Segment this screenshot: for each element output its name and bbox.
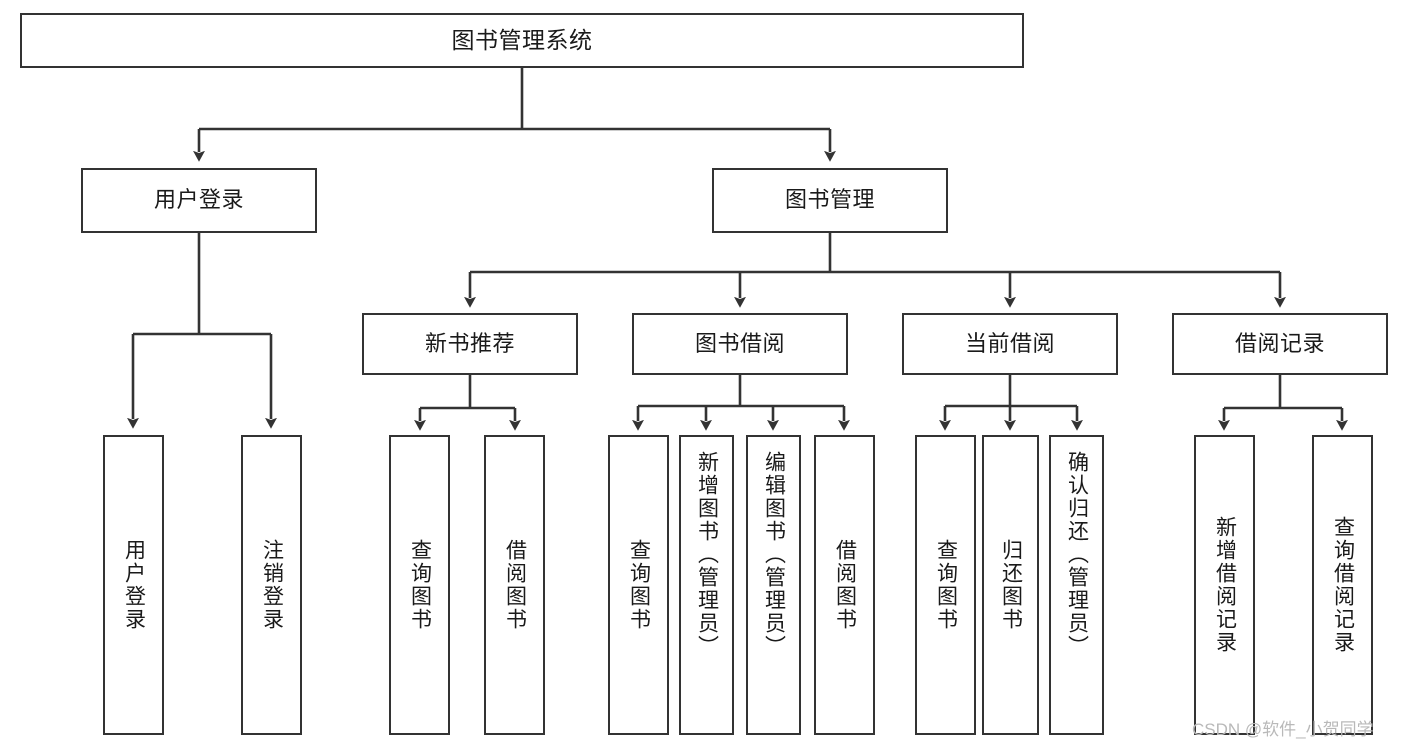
watermark-text: CSDN @软件_小贺同学 xyxy=(1192,720,1374,739)
node-book-borrow[interactable]: 图书借阅 xyxy=(632,313,848,375)
node-label: 借阅图书 xyxy=(503,539,527,631)
node-label: 当前借阅 xyxy=(964,330,1055,356)
node-label: 查询图书 xyxy=(408,539,432,631)
node-label: 查询图书 xyxy=(627,539,651,631)
leaf-query-book-current[interactable]: 查询图书 xyxy=(915,435,976,735)
leaf-borrow-book-borrow[interactable]: 借阅图书 xyxy=(814,435,875,735)
node-label: 查询借阅记录 xyxy=(1331,516,1355,654)
leaf-logout[interactable]: 注销登录 xyxy=(241,435,302,735)
leaf-borrow-book-recommend[interactable]: 借阅图书 xyxy=(484,435,545,735)
node-label: 图书管理系统 xyxy=(451,27,593,54)
node-label: 确认归还（管理员） xyxy=(1065,451,1089,658)
node-label: 用户登录 xyxy=(122,539,146,631)
node-new-book-recommend[interactable]: 新书推荐 xyxy=(362,313,578,375)
node-label: 借阅图书 xyxy=(833,539,857,631)
node-label: 用户登录 xyxy=(153,187,244,213)
node-label: 图书管理 xyxy=(784,187,875,213)
leaf-add-borrow-record[interactable]: 新增借阅记录 xyxy=(1194,435,1255,735)
node-root-system[interactable]: 图书管理系统 xyxy=(20,13,1024,68)
node-label: 图书借阅 xyxy=(694,330,785,356)
leaf-query-borrow-record[interactable]: 查询借阅记录 xyxy=(1312,435,1373,735)
leaf-add-book-admin[interactable]: 新增图书（管理员） xyxy=(679,435,734,735)
node-label: 归还图书 xyxy=(999,539,1023,631)
leaf-query-book-borrow[interactable]: 查询图书 xyxy=(608,435,669,735)
node-book-manage[interactable]: 图书管理 xyxy=(712,168,948,233)
node-label: 注销登录 xyxy=(260,539,284,631)
node-label: 查询图书 xyxy=(934,539,958,631)
node-label: 借阅记录 xyxy=(1234,330,1325,356)
leaf-query-book-recommend[interactable]: 查询图书 xyxy=(389,435,450,735)
node-borrow-record[interactable]: 借阅记录 xyxy=(1172,313,1388,375)
node-user-login[interactable]: 用户登录 xyxy=(81,168,317,233)
leaf-user-login[interactable]: 用户登录 xyxy=(103,435,164,735)
node-label: 新书推荐 xyxy=(424,330,515,356)
leaf-return-book[interactable]: 归还图书 xyxy=(982,435,1039,735)
node-label: 编辑图书（管理员） xyxy=(762,451,786,658)
node-current-borrow[interactable]: 当前借阅 xyxy=(902,313,1118,375)
node-label: 新增借阅记录 xyxy=(1213,516,1237,654)
leaf-edit-book-admin[interactable]: 编辑图书（管理员） xyxy=(746,435,801,735)
node-label: 新增图书（管理员） xyxy=(695,451,719,658)
leaf-confirm-return-admin[interactable]: 确认归还（管理员） xyxy=(1049,435,1104,735)
